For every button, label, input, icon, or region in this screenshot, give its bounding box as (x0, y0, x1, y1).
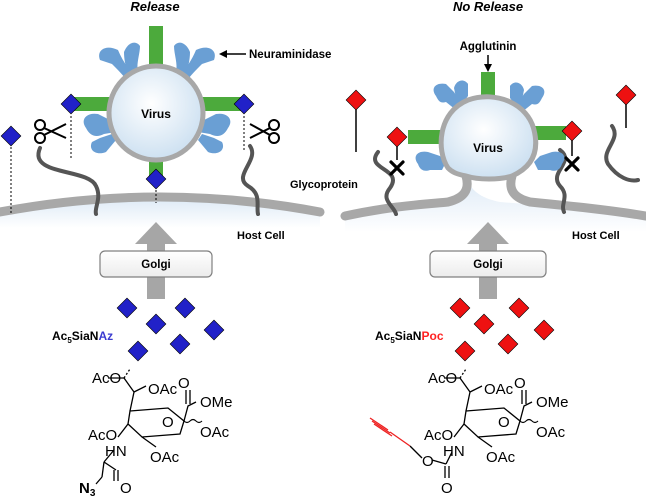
methoxy-label: OMe (536, 394, 569, 411)
amide-o-label: O (120, 480, 132, 497)
sialic-acid-diamond (345, 89, 367, 111)
sialic-acid-diamond (127, 340, 149, 362)
host-cell-left (0, 192, 325, 228)
sialic-acid-diamond (386, 126, 408, 148)
glycoprotein-strand-right (240, 144, 260, 216)
acetoxy-label: OAc (536, 424, 566, 441)
acetoxy-label: OAc (200, 424, 230, 441)
sialic-acid-diamond (174, 297, 196, 319)
scissors-icon (249, 119, 280, 144)
acetoxy-label: OAc (148, 381, 178, 398)
sialic-acid-diamond (497, 333, 519, 355)
glycoprotein-strand-right (555, 148, 568, 214)
virus-particle-right (438, 94, 539, 182)
golgi-box-left (99, 250, 213, 278)
acetoxy-label: AcO (92, 370, 121, 387)
free-sialic-acids-left (116, 297, 225, 362)
agglutinin-label: Agglutinin (460, 41, 517, 53)
acetoxy-label: OAc (484, 381, 514, 398)
acetoxy-label: AcO (88, 427, 117, 444)
ring-oxygen-label: O (162, 414, 174, 431)
golgi-box-right (429, 250, 547, 278)
free-sialic-acids-right (449, 297, 555, 362)
arrow-head-icon (484, 64, 492, 72)
blocked-x-icon (564, 156, 580, 172)
sialic-acid-diamond (203, 319, 225, 341)
virus-label-left: Virus (141, 107, 171, 121)
sialic-acid-diamond (169, 333, 191, 355)
host-cell-label-left: Host Cell (237, 230, 285, 242)
sialic-acids-left (0, 93, 255, 190)
acetoxy-label: AcO (428, 370, 457, 387)
ring-oxygen-label: O (498, 414, 510, 431)
sialic-acid-diamond (145, 313, 167, 335)
sialic-acid-diamond (454, 340, 476, 362)
sialic-acid-diamond (533, 319, 555, 341)
glycoprotein-label: Glycoprotein (290, 179, 358, 191)
chem-structure-left: AcO OAc O OMe AcO O OAc HN OAc O N3 (79, 368, 233, 497)
panel-title-release: Release (130, 0, 179, 14)
golgi-label-left: Golgi (141, 259, 170, 271)
blocked-x-icon (389, 160, 405, 176)
carbamate-o-label: O (441, 480, 453, 497)
acetoxy-label: OAc (150, 449, 180, 466)
sialic-acids-right (345, 84, 637, 148)
chem-structure-right: AcO OAc O OMe AcO O OAc HN OAc O O (369, 368, 569, 497)
sialic-acid-diamond (473, 313, 495, 335)
carbonyl-o-label: O (178, 375, 190, 392)
glycoprotein-strand-left (36, 146, 101, 216)
panel-no-release: No Release (340, 0, 646, 497)
scissors-icon (34, 119, 67, 144)
golgi-label-right: Golgi (473, 259, 502, 271)
sialic-acid-diamond (145, 168, 167, 190)
virus-particle-left (106, 63, 206, 163)
sialic-acid-diamond (615, 84, 637, 106)
sialic-acid-diamond (449, 297, 471, 319)
panel-title-no-release: No Release (453, 0, 523, 14)
carbonyl-o-label: O (514, 375, 526, 392)
acetoxy-label: AcO (424, 427, 453, 444)
host-cell-right (340, 171, 646, 232)
sialic-acid-diamond (60, 93, 82, 115)
virus-label-right: Virus (473, 141, 503, 155)
sialic-acid-diamond (0, 125, 22, 147)
compound-name-left: Ac5SiaNAz (52, 329, 113, 345)
compound-name-right: Ac5SiaNPoc (375, 329, 444, 345)
sialic-acid-diamond (233, 93, 255, 115)
neuraminidase-label: Neuraminidase (249, 49, 331, 61)
glycoprotein-strand-far (604, 124, 640, 183)
glycoprotein-strand-left (373, 150, 398, 216)
methoxy-label: OMe (200, 394, 233, 411)
azide-label: N3 (79, 480, 96, 497)
nh-label: HN (443, 443, 465, 460)
sialic-acid-diamond (508, 297, 530, 319)
panel-release: Release (0, 0, 358, 497)
acetoxy-label: OAc (486, 449, 516, 466)
sialic-acid-diamond (116, 297, 138, 319)
host-cell-label-right: Host Cell (572, 230, 620, 242)
carbamate-o-label: O (422, 453, 434, 470)
neuraminidase-left (83, 42, 231, 154)
sialic-acid-diamond (561, 120, 583, 142)
neuraminidase-right (415, 80, 565, 171)
nh-label: HN (105, 443, 127, 460)
arrow-head-icon (219, 50, 227, 58)
